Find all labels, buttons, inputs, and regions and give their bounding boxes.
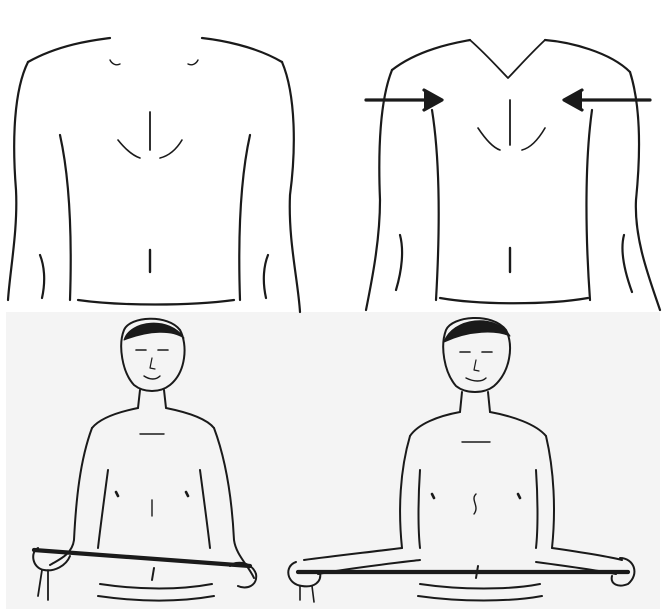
lower-panel-background <box>6 312 660 609</box>
squeeze-arrow-left <box>366 90 442 110</box>
torso-relaxed <box>8 38 300 312</box>
torso-squeezed <box>366 40 660 310</box>
